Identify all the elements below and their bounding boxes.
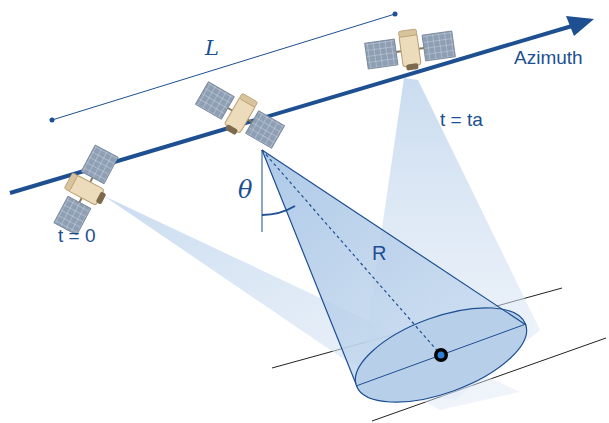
satellite-t0 bbox=[48, 142, 125, 238]
footprint-axis bbox=[356, 324, 526, 386]
axis-label: Azimuth bbox=[514, 48, 583, 67]
azimuth-arrowhead bbox=[566, 16, 594, 36]
dimension-label: L bbox=[205, 38, 219, 59]
dimension-end bbox=[393, 12, 398, 17]
cone-edge bbox=[262, 150, 356, 384]
footprint-ellipse bbox=[343, 289, 538, 422]
time-label: t = 0 bbox=[58, 226, 96, 245]
target-point bbox=[434, 348, 448, 362]
range-line bbox=[262, 150, 441, 355]
angle-arc bbox=[262, 206, 295, 215]
time-label: t = ta bbox=[440, 110, 483, 129]
nadir-line bbox=[262, 150, 263, 232]
range-label: R bbox=[372, 243, 386, 263]
satellite-mid bbox=[192, 76, 288, 155]
target-point bbox=[438, 352, 445, 359]
dimension-end bbox=[50, 118, 55, 123]
angle-label: θ bbox=[238, 178, 252, 202]
satellite-ta bbox=[364, 24, 457, 76]
cone-edge bbox=[262, 150, 526, 325]
